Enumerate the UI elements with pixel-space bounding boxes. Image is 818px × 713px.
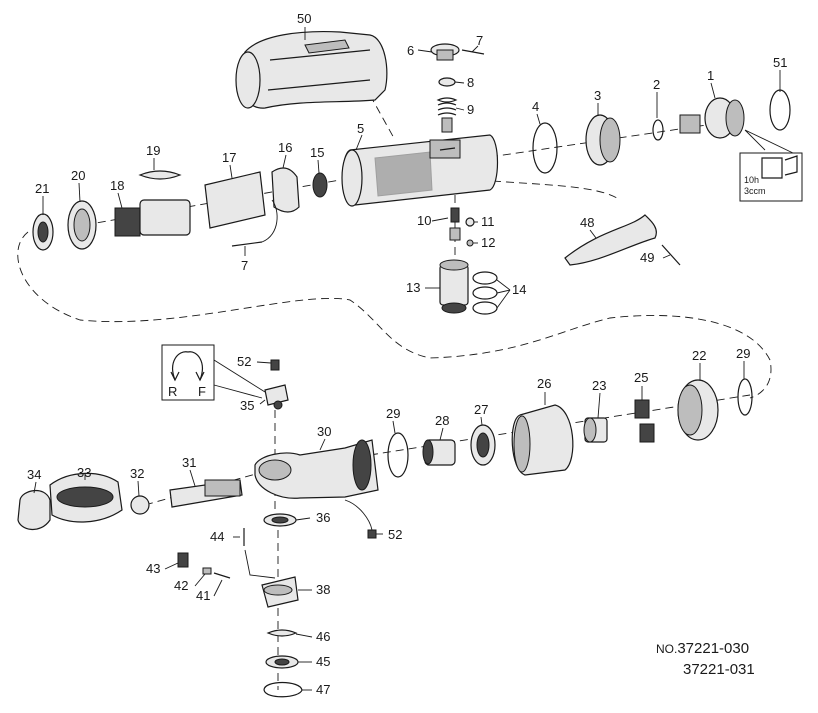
part-front-group: [17, 472, 243, 530]
callout-17: 17: [222, 150, 236, 165]
callout-23: 23: [592, 378, 606, 393]
callout-6: 6: [407, 43, 414, 58]
callout-47: 47: [316, 682, 330, 697]
part-trigger-lever: [564, 214, 681, 266]
callout-52-bottom: 52: [388, 527, 402, 542]
callout-44: 44: [210, 529, 224, 544]
part-bottom-stack: [177, 499, 377, 698]
callout-42: 42: [174, 578, 188, 593]
callout-7-lower: 7: [241, 258, 248, 273]
part-number-primary: NO.37221-030: [656, 640, 749, 657]
callout-50: 50: [297, 11, 311, 26]
callout-9: 9: [467, 102, 474, 117]
housing-to-cover-line: [369, 94, 396, 141]
assembly-dashed-line: [17, 231, 772, 399]
callout-34: 34: [27, 467, 41, 482]
callout-49: 49: [640, 250, 654, 265]
part-reverse-switch: [264, 359, 289, 410]
callout-3: 3: [594, 88, 601, 103]
callout-36: 36: [316, 510, 330, 525]
callout-10: 10: [417, 213, 431, 228]
callout-8: 8: [467, 75, 474, 90]
callout-18: 18: [110, 178, 124, 193]
callout-32: 32: [130, 466, 144, 481]
callout-27: 27: [474, 402, 488, 417]
callout-31: 31: [182, 455, 196, 470]
callout-41: 41: [196, 588, 210, 603]
callout-25: 25: [634, 370, 648, 385]
part-planetary-group: [511, 378, 753, 476]
direction-reverse-label: R: [168, 384, 177, 399]
part-motor-group: [32, 167, 328, 251]
part-small-valve: [449, 207, 475, 247]
leader-lines: [33, 27, 781, 691]
part-grip-cover: [235, 31, 388, 109]
callout-5: 5: [357, 121, 364, 136]
callout-13: 13: [406, 280, 420, 295]
callout-22: 22: [692, 348, 706, 363]
callout-51: 51: [773, 55, 787, 70]
callout-48: 48: [580, 215, 594, 230]
callout-20: 20: [71, 168, 85, 183]
part-ratchet-housing: [254, 439, 379, 499]
callout-30: 30: [317, 424, 331, 439]
part-main-housing: [341, 134, 499, 207]
callout-12: 12: [481, 235, 495, 250]
callout-46: 46: [316, 629, 330, 644]
callout-11: 11: [481, 214, 495, 229]
bottom-axis-line: [144, 469, 271, 506]
callout-21: 21: [35, 181, 49, 196]
part-valve-cap: [430, 43, 485, 133]
callout-45: 45: [316, 654, 330, 669]
part-number-first: 37221-030: [677, 640, 750, 657]
callout-19: 19: [146, 143, 160, 158]
lube-note-box: 10h 3ccm: [739, 129, 803, 202]
part-number-secondary: 37221-031: [683, 661, 755, 678]
callout-16: 16: [278, 140, 292, 155]
callout-28: 28: [435, 413, 449, 428]
part-number-prefix: NO.: [656, 642, 678, 656]
direction-inset: R F: [161, 344, 266, 401]
callout-1: 1: [707, 68, 714, 83]
part-valve-cylinder: [439, 259, 498, 315]
callout-4: 4: [532, 99, 539, 114]
direction-forward-label: F: [198, 384, 206, 399]
callout-29-right: 29: [736, 346, 750, 361]
part-inlet-group: [532, 89, 791, 174]
callout-14: 14: [512, 282, 526, 297]
lube-note-volume: 3ccm: [744, 186, 766, 196]
lube-note-hours: 10h: [744, 175, 759, 185]
callout-38: 38: [316, 582, 330, 597]
callout-7-top: 7: [476, 33, 483, 48]
trigger-axis-line: [479, 179, 621, 201]
callout-33: 33: [77, 465, 91, 480]
callout-52-top: 52: [237, 354, 251, 369]
callout-29-left: 29: [386, 406, 400, 421]
callout-15: 15: [310, 145, 324, 160]
callout-2: 2: [653, 77, 660, 92]
callout-35: 35: [240, 398, 254, 413]
callout-43: 43: [146, 561, 160, 576]
callout-26: 26: [537, 376, 551, 391]
callout-labels: 50 6 7 8 9 4 3 2 1 51 5 19 17 16 15 21 2…: [27, 11, 787, 697]
